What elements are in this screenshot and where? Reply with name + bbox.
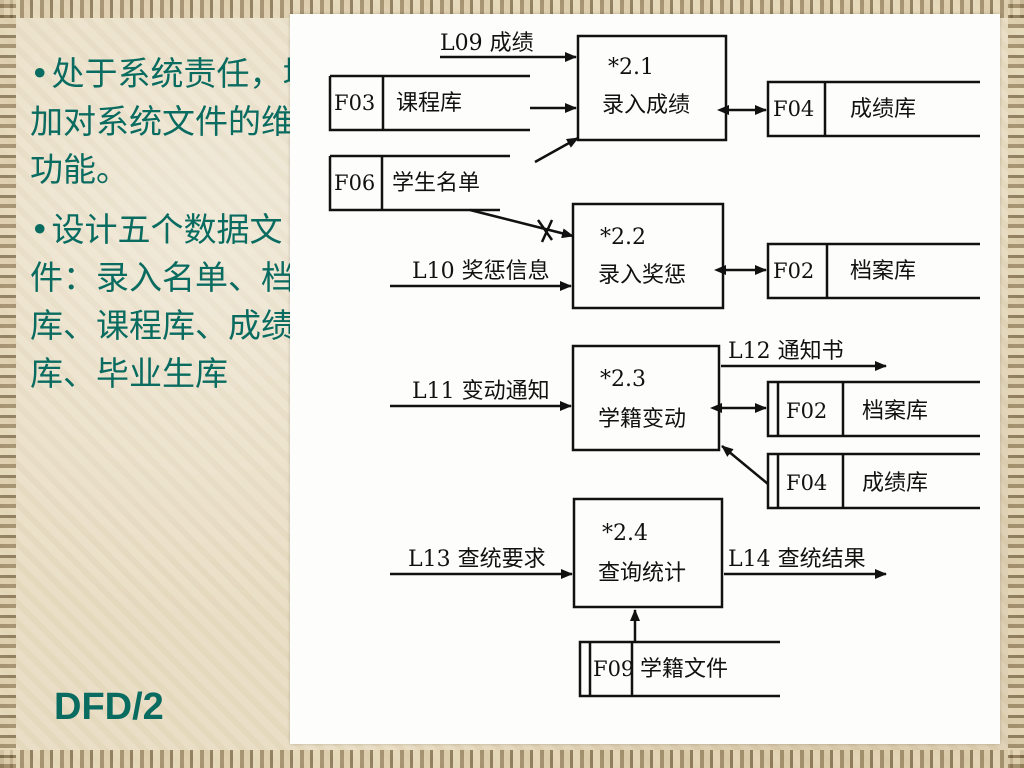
process-id-2-3: *2.3: [600, 367, 646, 392]
slide-footer-label: DFD/2: [54, 686, 164, 728]
bullet-dot-icon: •: [30, 54, 50, 93]
dfd-diagram: *2.1 录入成绩 *2.2 录入奖惩 *2.3 学籍变动 *2.4 查询统计 …: [328, 31, 980, 698]
store-name-f02-b: 档案库: [862, 399, 928, 424]
store-shape-f04-b: [766, 452, 980, 510]
flow-label-l10: L10 奖惩信息: [412, 259, 550, 284]
store-name-f04-b: 成绩库: [862, 471, 928, 496]
store-shape-f04-a: [766, 80, 980, 138]
store-name-f02-a: 档案库: [850, 259, 916, 284]
process-id-2-2: *2.2: [600, 225, 646, 250]
store-name-f04-a: 成绩库: [850, 97, 916, 122]
bullet-dot-icon: •: [30, 210, 50, 249]
process-id-2-1: *2.1: [608, 55, 654, 80]
store-code-f02-b: F02: [786, 399, 827, 423]
decorative-border-top: [0, 0, 1024, 18]
flow-line-f06-to-2-2: [469, 208, 574, 239]
flow-line-f04-to-2-3: [721, 445, 769, 485]
store-code-f04-b: F04: [786, 471, 827, 495]
store-shape-f03: [328, 74, 530, 132]
store-code-f04-a: F04: [773, 97, 814, 121]
bullet-text-panel: •处于系统责任，增加对系统文件的维护功能。 •设计五个数据文件：录入名单、档案库…: [30, 50, 330, 410]
process-box-2-3: [571, 344, 721, 452]
process-id-2-4: *2.4: [602, 521, 648, 546]
flow-label-l14: L14 查统结果: [728, 547, 866, 572]
process-name-2-1: 录入成绩: [602, 93, 690, 118]
process-name-2-3: 学籍变动: [598, 407, 686, 432]
process-box-2-1: [576, 34, 728, 142]
flow-line-f06-to-2-1: [534, 136, 579, 164]
process-box-2-4: [572, 497, 724, 609]
process-box-2-2: [571, 202, 725, 310]
decorative-border-left: [0, 0, 16, 768]
store-shape-f09: [578, 640, 780, 698]
bullet-text: 设计五个数据文件：录入名单、档案库、课程库、成绩库、毕业生库: [30, 210, 327, 393]
bullet-item-1: •处于系统责任，增加对系统文件的维护功能。: [30, 50, 330, 194]
store-name-f03: 课程库: [396, 91, 462, 116]
store-name-f09: 学籍文件: [640, 657, 728, 682]
store-shape-f02-b: [766, 380, 980, 438]
store-name-f06: 学生名单: [392, 171, 480, 196]
store-code-f03: F03: [334, 91, 375, 115]
flow-label-l13: L13 查统要求: [408, 547, 546, 572]
store-shape-f06: [328, 154, 510, 212]
store-code-f02-a: F02: [773, 259, 814, 283]
bullet-item-2: •设计五个数据文件：录入名单、档案库、课程库、成绩库、毕业生库: [30, 206, 330, 398]
flow-label-l12: L12 通知书: [728, 339, 844, 364]
decorative-border-bottom: [0, 750, 1024, 768]
store-shape-f02-a: [766, 242, 980, 300]
process-name-2-2: 录入奖惩: [598, 263, 686, 288]
store-code-f06: F06: [334, 171, 375, 195]
process-name-2-4: 查询统计: [598, 561, 686, 586]
dfd-diagram-panel: *2.1 录入成绩 *2.2 录入奖惩 *2.3 学籍变动 *2.4 查询统计 …: [290, 14, 1000, 744]
flow-cross-mark: [536, 219, 554, 241]
store-code-f09: F09: [593, 657, 634, 681]
flow-label-l09: L09 成绩: [440, 31, 534, 56]
decorative-border-right: [1008, 0, 1024, 768]
flow-label-l11: L11 变动通知: [412, 379, 550, 404]
flow-cross-mark: [540, 219, 554, 243]
bullet-text: 处于系统责任，增加对系统文件的维护功能。: [30, 54, 327, 189]
